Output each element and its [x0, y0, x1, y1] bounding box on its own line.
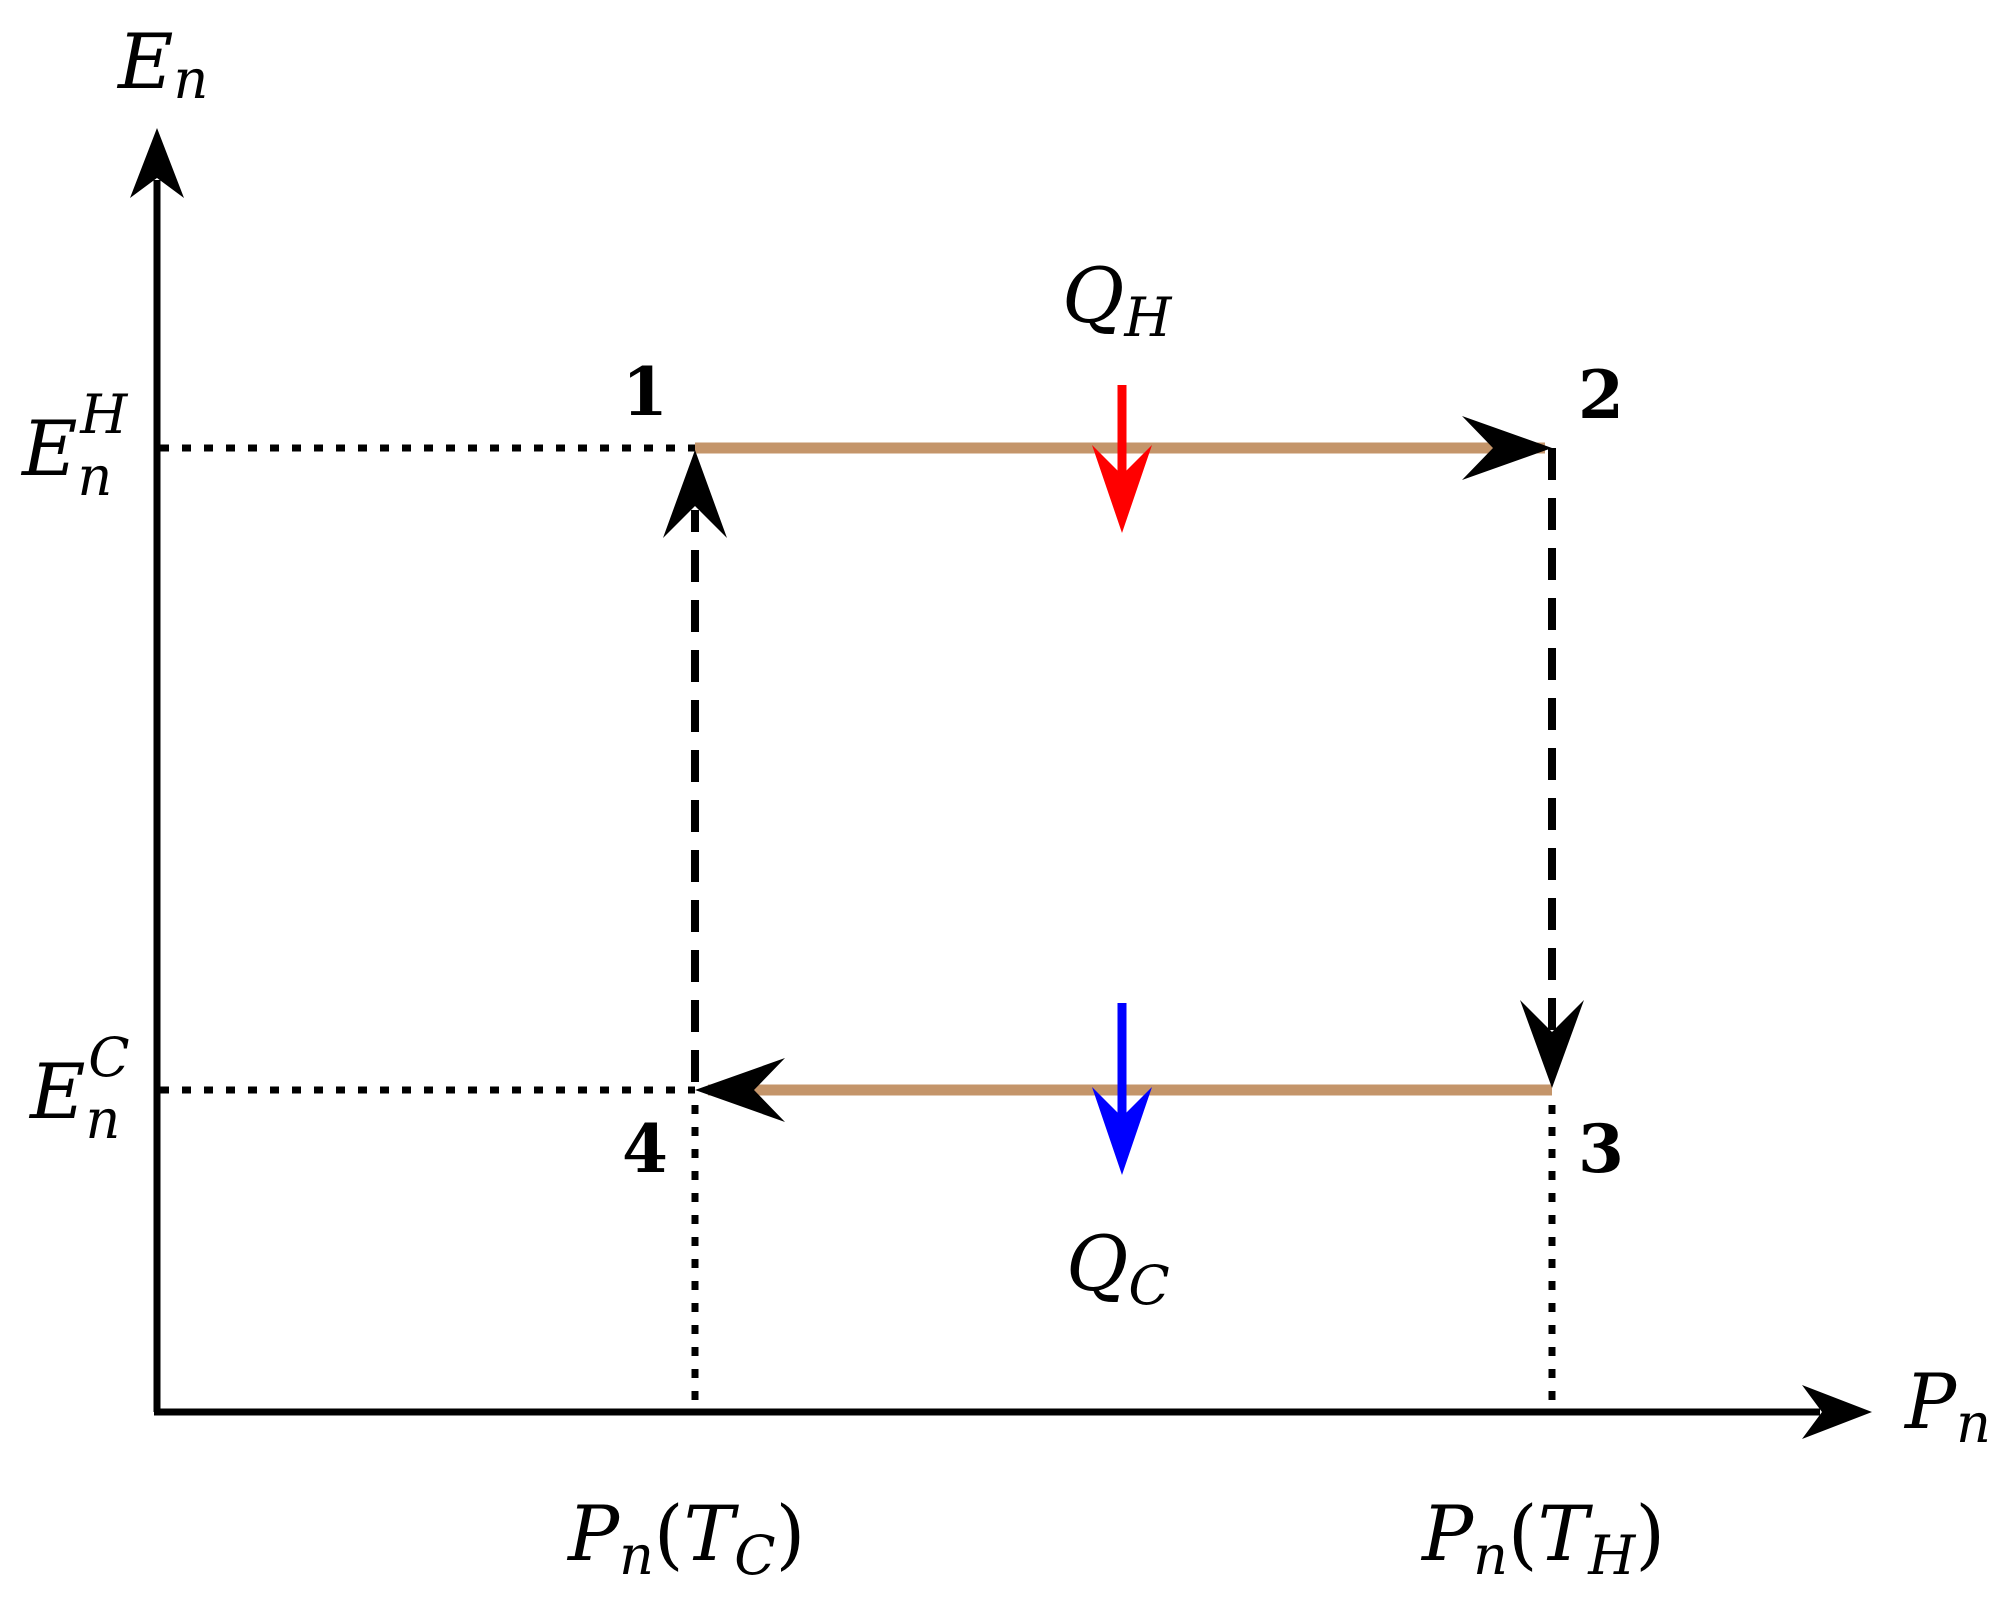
x-axis-arrowhead	[1802, 1385, 1872, 1439]
hot-level-label: EnH	[20, 383, 128, 508]
y-axis-arrowhead	[130, 128, 184, 198]
heat-out-label: QC	[1066, 1219, 1170, 1317]
adiabat-arrow-4-1	[663, 450, 727, 538]
isotherm-arrow-1-2	[1462, 416, 1552, 480]
hot-tick-label: Pn(TH)	[1420, 1489, 1665, 1587]
heat-in-label: QH	[1062, 251, 1172, 349]
heat-out-arrow-head	[1092, 1087, 1152, 1175]
isotherm-arrow-3-4	[695, 1058, 785, 1122]
y-axis-label: En	[116, 17, 208, 111]
state-label-3: 3	[1578, 1110, 1624, 1188]
state-label-2: 2	[1578, 356, 1624, 434]
state-label-1: 1	[622, 353, 668, 431]
adiabat-arrow-2-3	[1520, 1000, 1584, 1088]
cold-tick-label: Pn(TC)	[566, 1489, 805, 1587]
cold-level-label: EnC	[28, 1026, 130, 1151]
state-label-4: 4	[622, 1110, 668, 1188]
heat-in-arrow-head	[1092, 445, 1152, 533]
x-axis-label: Pn	[1903, 1357, 1991, 1455]
